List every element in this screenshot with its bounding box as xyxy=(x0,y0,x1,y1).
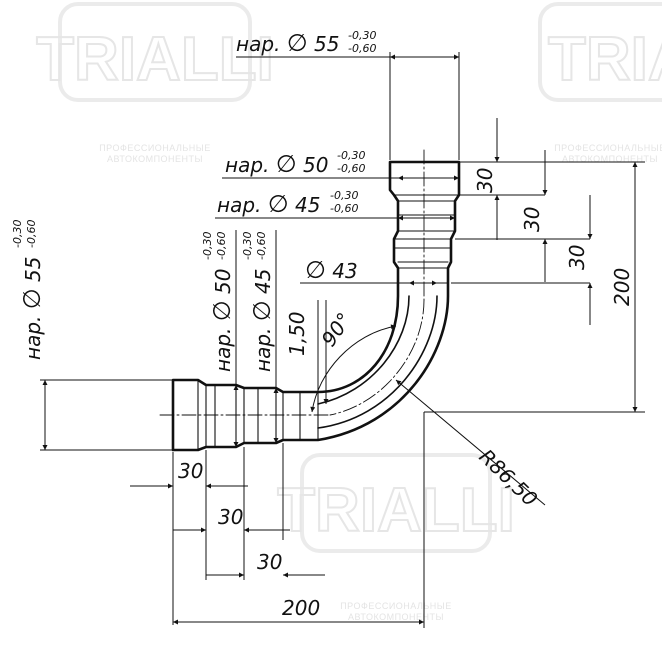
label-vertical-step-2: 30 xyxy=(520,207,544,232)
svg-text:-0,60: -0,60 xyxy=(330,202,358,215)
watermark-brand-text: TRIALLI xyxy=(36,25,274,94)
label-vertical-step-3: 30 xyxy=(565,245,589,270)
label-left-step1-dia: нар. ∅ 50 -0,30 -0,60 xyxy=(201,232,236,372)
svg-text:нар. ∅ 45: нар. ∅ 45 xyxy=(248,269,276,372)
label-wall-thickness: 1,50 xyxy=(285,311,309,356)
label-horizontal-step-2: 30 xyxy=(218,505,243,529)
svg-text:-0,60: -0,60 xyxy=(337,162,365,175)
label-top-step2-dia: нар. ∅ 45 -0,30 -0,60 xyxy=(217,189,358,218)
watermark-tagline: ПРОФЕССИОНАЛЬНЫЕ xyxy=(340,601,452,611)
label-horizontal-step-1: 30 xyxy=(178,459,203,483)
label-top-step1-dia: нар. ∅ 50 -0,30 -0,60 xyxy=(225,149,365,178)
svg-text:∅ 43: ∅ 43 xyxy=(305,256,358,284)
svg-text:-0,60: -0,60 xyxy=(215,232,228,260)
svg-text:-0,60: -0,60 xyxy=(255,232,268,260)
svg-text:-0,60: -0,60 xyxy=(25,220,38,248)
svg-text:нар. ∅ 50: нар. ∅ 50 xyxy=(208,269,236,372)
label-horizontal-step-3: 30 xyxy=(257,550,282,574)
label-vertical-step-1: 30 xyxy=(473,168,497,193)
label-top-outer-dia: нар. ∅ 55 -0,30 -0,60 xyxy=(236,29,376,57)
watermark-tagline: АВТОКОМПОНЕНТЫ xyxy=(348,612,444,622)
svg-text:нар. ∅ 55: нар. ∅ 55 xyxy=(236,29,339,57)
pipe-elbow xyxy=(159,149,461,452)
pipe-inner-bore xyxy=(317,295,438,429)
angle-arc xyxy=(310,324,397,413)
watermark-tagline: ПРОФЕССИОНАЛЬНЫЕ xyxy=(99,143,211,153)
svg-text:нар. ∅ 50: нар. ∅ 50 xyxy=(225,150,328,178)
watermark-tagline: ПРОФЕССИОНАЛЬНЫЕ xyxy=(554,143,662,153)
svg-text:-0,30: -0,30 xyxy=(11,220,24,248)
svg-text:нар. ∅ 45: нар. ∅ 45 xyxy=(217,190,320,218)
watermark-logo-box xyxy=(300,453,492,553)
label-left-step2-dia: нар. ∅ 45 -0,30 -0,60 xyxy=(241,232,276,372)
label-inner-dia: ∅ 43 xyxy=(305,256,358,284)
watermark-logos: TRIALLI TRIALLI TRIALLI ПРОФЕССИОНАЛЬНЫЕ… xyxy=(35,2,662,622)
watermark-logo-box xyxy=(58,2,252,102)
svg-text:-0,30: -0,30 xyxy=(201,232,214,260)
label-left-outer-dia: нар. ∅ 55 -0,30 -0,60 xyxy=(11,220,46,360)
svg-text:-0,30: -0,30 xyxy=(330,189,358,202)
watermark-brand-text: TRIALLI xyxy=(548,25,662,94)
svg-text:-0,60: -0,60 xyxy=(348,42,376,55)
pipe-inner-bore xyxy=(317,295,410,405)
radius-leader xyxy=(395,379,546,506)
svg-text:нар. ∅ 55: нар. ∅ 55 xyxy=(18,257,46,360)
svg-text:-0,30: -0,30 xyxy=(241,232,254,260)
dimension-lines xyxy=(40,52,645,628)
watermark-brand-text: TRIALLI xyxy=(277,476,515,545)
svg-text:-0,30: -0,30 xyxy=(337,149,365,162)
label-total-width: 200 xyxy=(282,596,320,620)
watermark-logo-box xyxy=(538,2,662,102)
watermark-tagline: АВТОКОМПОНЕНТЫ xyxy=(562,154,658,164)
watermark-tagline: АВТОКОМПОНЕНТЫ xyxy=(107,154,203,164)
label-total-height: 200 xyxy=(610,268,634,306)
label-angle: 90° xyxy=(316,308,356,351)
svg-text:-0,30: -0,30 xyxy=(348,29,376,42)
